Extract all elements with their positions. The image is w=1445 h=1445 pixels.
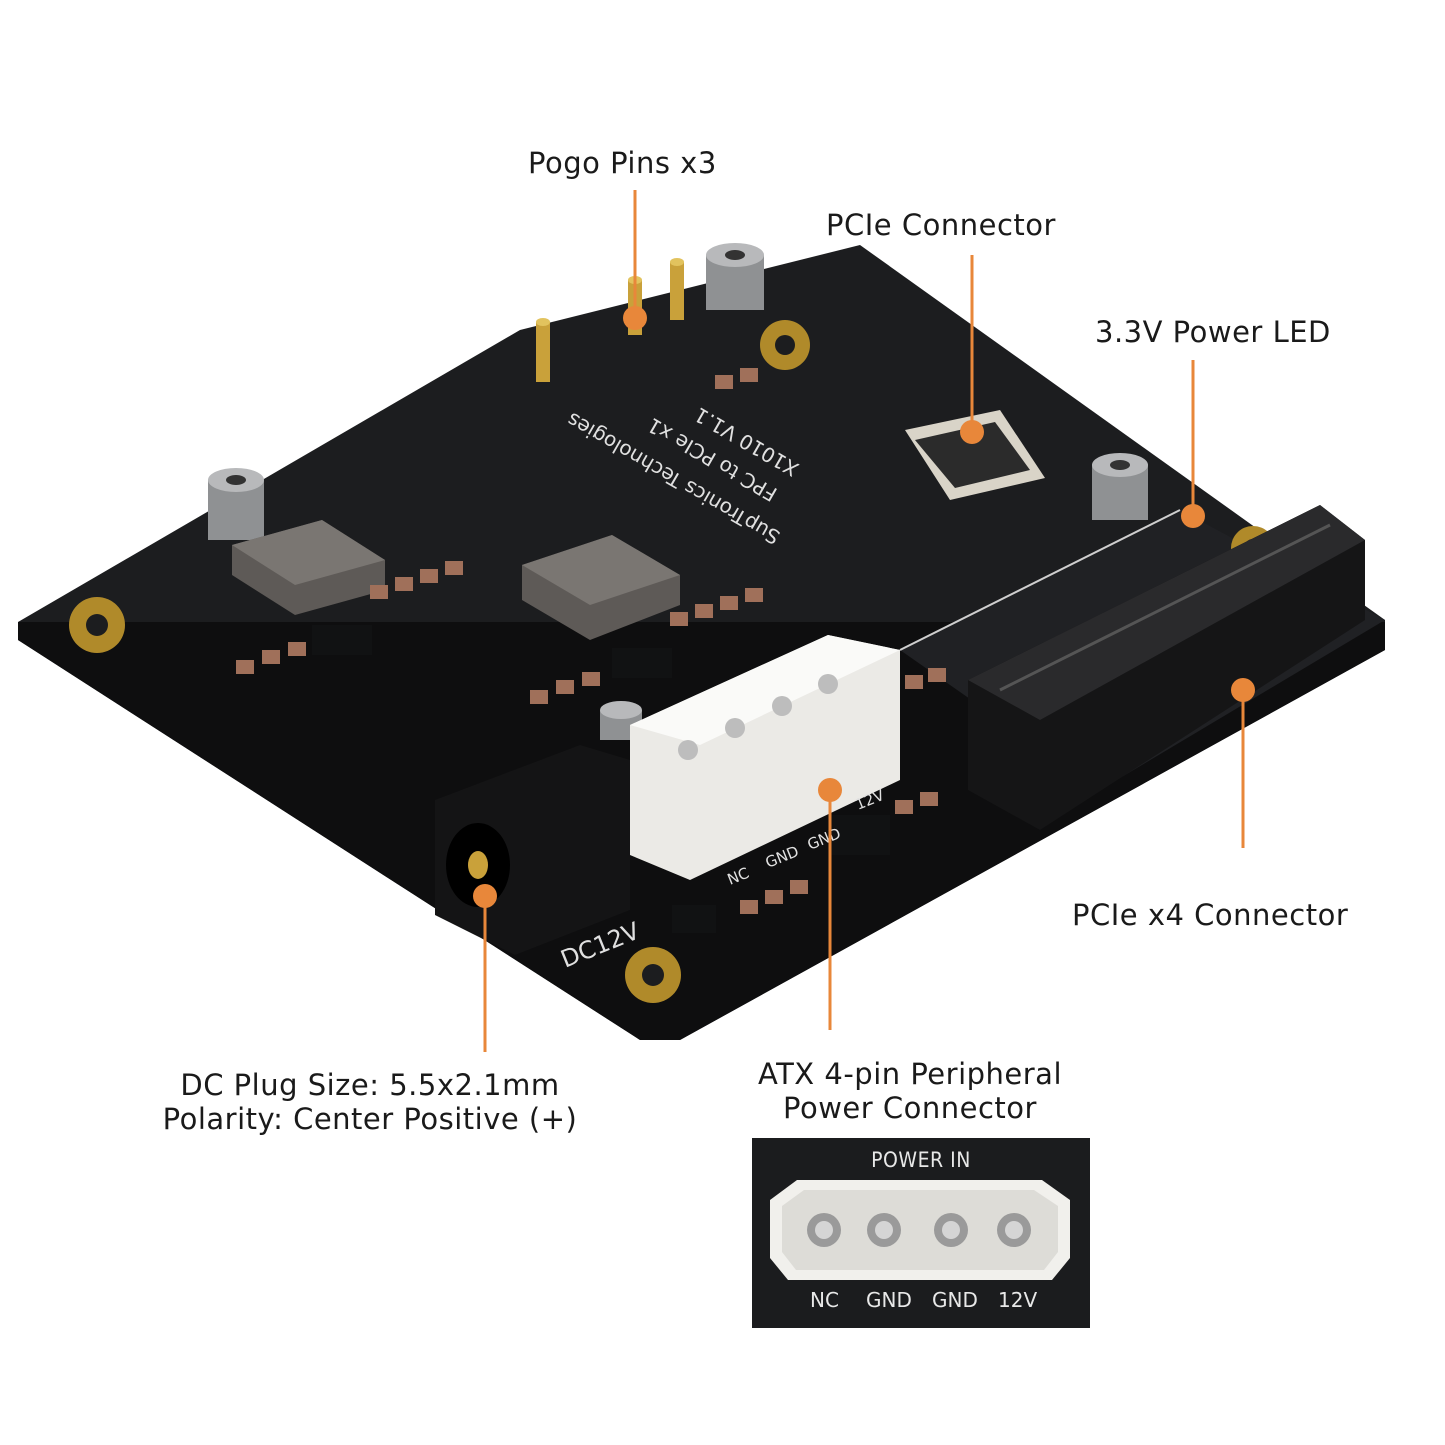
label-atx-line2: Power Connector [783,1091,1037,1125]
smd-components [236,368,946,914]
label-atx: ATX 4-pin Peripheral Power Connector [700,1057,1120,1125]
inset-pin-label-1: NC [810,1288,839,1312]
label-atx-line1: ATX 4-pin Peripheral [757,1057,1063,1091]
label-power-led: 3.3V Power LED [1095,315,1331,349]
fpc-connector [905,410,1045,500]
label-pogo-pins: Pogo Pins x3 [528,146,717,180]
inset-pin-label-3: GND [932,1288,978,1312]
inset-pin-label-2: GND [866,1288,912,1312]
label-dc-plug: DC Plug Size: 5.5x2.1mm Polarity: Center… [120,1068,620,1136]
label-pcie-x4: PCIe x4 Connector [1072,898,1349,932]
inset-pin-label-4: 12V [998,1288,1038,1312]
callouts [473,190,1255,1052]
label-dc-plug-line1: DC Plug Size: 5.5x2.1mm [180,1068,560,1102]
standoffs [208,243,1148,740]
inset-connector-graphic [770,1180,1070,1280]
pcie-x4-slot [968,505,1365,830]
mounting-holes [69,320,1275,1003]
label-pcie-connector: PCIe Connector [826,208,1056,242]
atx-closeup-inset: POWER IN NC GND GND 12V [752,1138,1090,1328]
inductors [232,520,680,640]
label-dc-plug-line2: Polarity: Center Positive (+) [162,1102,578,1136]
atx-connector [630,635,900,880]
inset-title: POWER IN [871,1148,971,1172]
ic-chips [312,625,890,933]
